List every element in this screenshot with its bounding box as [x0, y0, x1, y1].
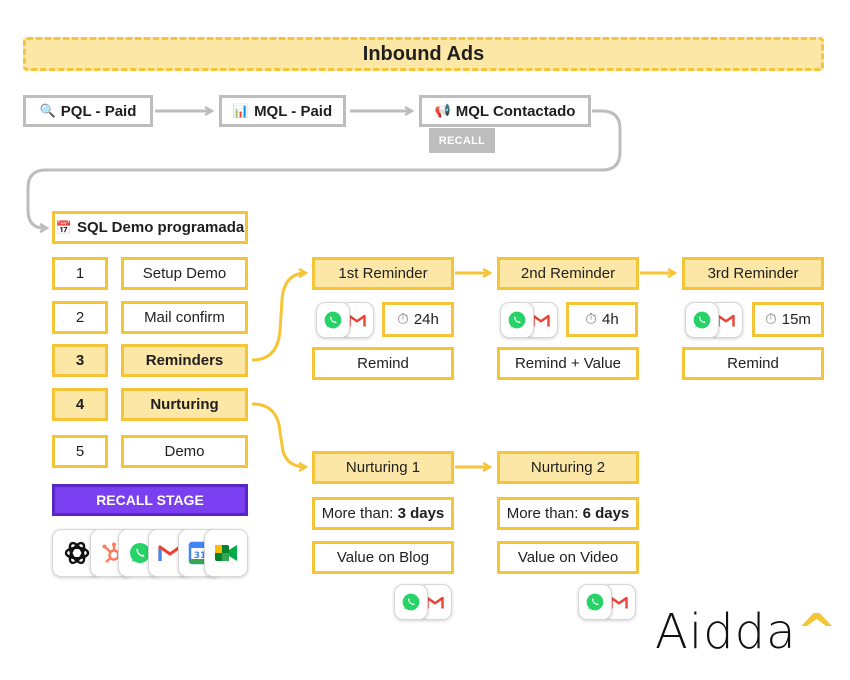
recall-stage-button: RECALL STAGE	[52, 484, 248, 516]
reminder-2-timer: ⏱4h	[566, 302, 638, 337]
reminder-1-title: 1st Reminder	[312, 257, 454, 290]
nurturing-1-title: Nurturing 1	[312, 451, 454, 484]
reminder-2-action: Remind + Value	[497, 347, 639, 380]
whatsapp-icon	[316, 302, 350, 338]
reminder-2-title: 2nd Reminder	[497, 257, 639, 290]
stopwatch-icon: ⏱	[765, 311, 777, 328]
reminder-3-title: 3rd Reminder	[682, 257, 824, 290]
google-meet-icon	[204, 529, 248, 577]
step-label: Setup Demo	[121, 257, 248, 290]
nurturing-1-condition: More than: 3 days	[312, 497, 454, 530]
calendar-icon: 📅	[55, 219, 72, 235]
reminder-1-timer: ⏱24h	[382, 302, 454, 337]
step-label: Mail confirm	[121, 301, 248, 334]
aidda-logo: Aidda^	[655, 604, 838, 660]
nurturing-1-content: Value on Blog	[312, 541, 454, 574]
nurturing-2-content: Value on Video	[497, 541, 639, 574]
svg-text:31: 31	[194, 551, 207, 561]
stage-mql-paid: 📊 MQL - Paid	[219, 95, 346, 127]
bar-chart-icon: 📊	[232, 103, 250, 118]
step-number: 2	[52, 301, 108, 334]
step-number: 3	[52, 344, 108, 377]
stage-mql-contactado: 📢 MQL Contactado	[419, 95, 591, 127]
whatsapp-icon	[500, 302, 534, 338]
reminder-1-action: Remind	[312, 347, 454, 380]
arrow-reminders-branch	[251, 273, 306, 362]
magnifier-icon: 🔍	[39, 103, 56, 118]
reminder-3-timer: ⏱15m	[752, 302, 824, 337]
reminder-3-action: Remind	[682, 347, 824, 380]
megaphone-icon: 📢	[434, 103, 451, 118]
nurturing-2-title: Nurturing 2	[497, 451, 639, 484]
step-number: 4	[52, 388, 108, 421]
step-label: Reminders	[121, 344, 248, 377]
stopwatch-icon: ⏱	[585, 311, 597, 328]
whatsapp-icon	[578, 584, 612, 620]
diagram-title: Inbound Ads	[23, 37, 824, 71]
step-number: 5	[52, 435, 108, 468]
stage-pql-paid: 🔍 PQL - Paid	[23, 95, 153, 127]
step-label: Nurturing	[121, 388, 248, 421]
step-number: 1	[52, 257, 108, 290]
stopwatch-icon: ⏱	[397, 311, 409, 328]
whatsapp-icon	[685, 302, 719, 338]
stage-sql-demo-programada: 📅 SQL Demo programada	[52, 211, 248, 244]
arrow-nurturing-branch	[251, 402, 306, 467]
recall-tag: RECALL	[429, 128, 495, 153]
arrow-contactado-sql	[26, 109, 622, 228]
whatsapp-icon	[394, 584, 428, 620]
step-label: Demo	[121, 435, 248, 468]
nurturing-2-condition: More than: 6 days	[497, 497, 639, 530]
